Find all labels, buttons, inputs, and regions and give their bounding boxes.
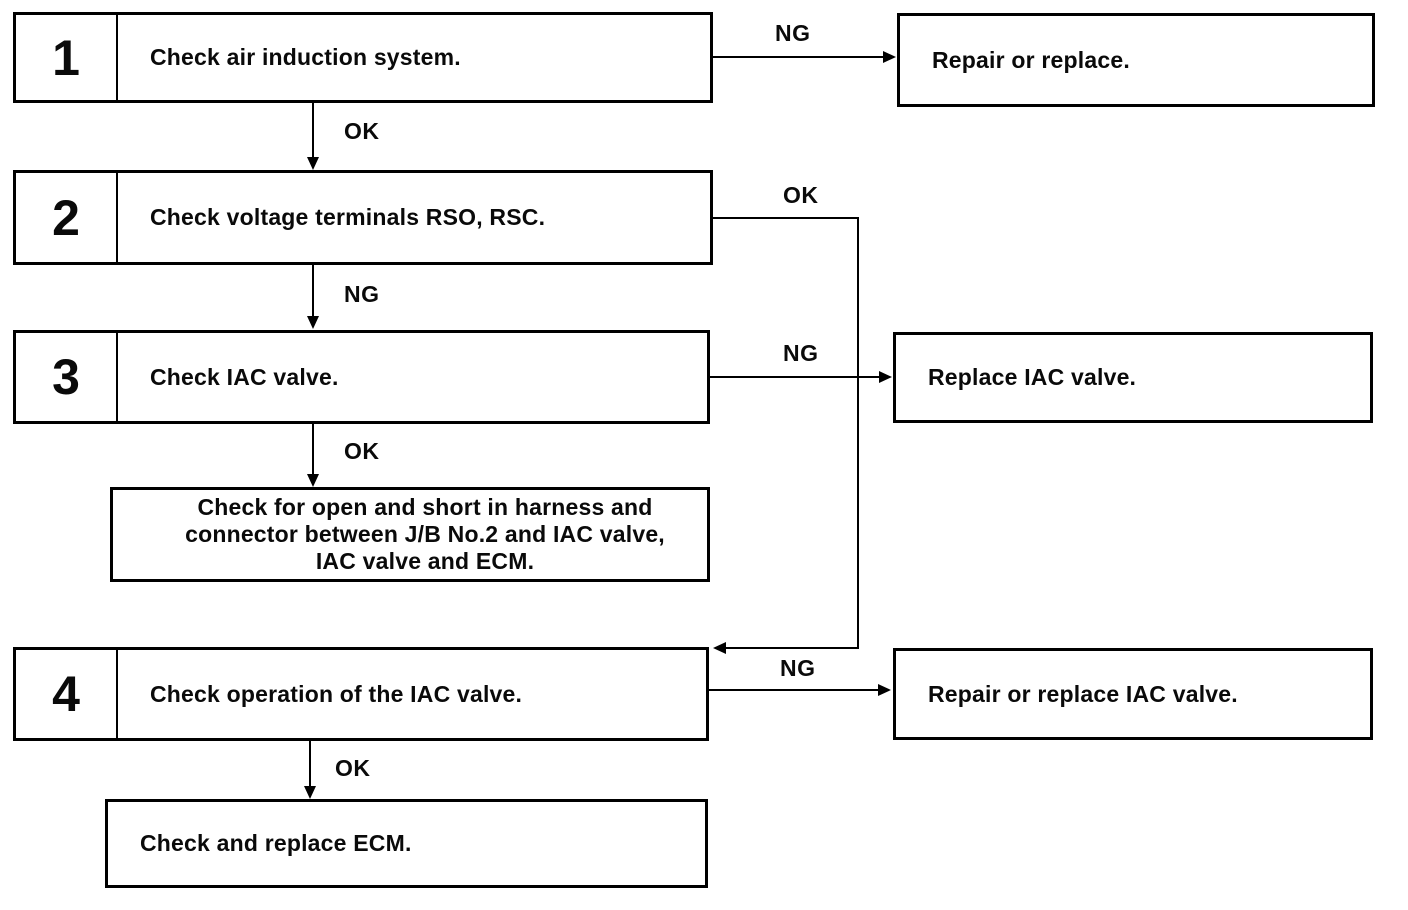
edge-step3-harness-line: [312, 424, 314, 476]
node-step-3: 3 Check IAC valve.: [13, 330, 710, 424]
check-and-replace-ecm-text: Check and replace ECM.: [140, 830, 412, 856]
edge-step2-step4-hline2: [726, 647, 859, 649]
edge-label-step1-repair1: NG: [775, 20, 811, 46]
harness-check-line-1: Check for open and short in harness and: [197, 494, 653, 520]
node-harness-check: Check for open and short in harness and …: [110, 487, 710, 582]
node-replace-iac-valve: Replace IAC valve.: [893, 332, 1373, 423]
repair-or-replace-text: Repair or replace.: [932, 46, 1130, 73]
arrowhead-right-icon: [878, 684, 891, 696]
edge-step1-repair1-line: [713, 56, 885, 58]
step-4-number: 4: [16, 650, 118, 738]
edge-step2-step4-vline: [857, 217, 859, 648]
edge-step4-ecm-line: [309, 741, 311, 788]
step-1-text: Check air induction system.: [150, 44, 461, 70]
step-3-number: 3: [16, 333, 118, 421]
edge-step1-step2-line: [312, 103, 314, 159]
arrowhead-left-icon: [713, 642, 726, 654]
node-step-2: 2 Check voltage terminals RSO, RSC.: [13, 170, 713, 265]
step-2-text: Check voltage terminals RSO, RSC.: [150, 204, 546, 230]
node-repair-or-replace-iac-valve: Repair or replace IAC valve.: [893, 648, 1373, 740]
node-step-4: 4 Check operation of the IAC valve.: [13, 647, 709, 741]
edge-label-step4-repair4: NG: [780, 655, 816, 681]
edge-label-step1-step2: OK: [344, 118, 380, 144]
edge-label-step2-step4: OK: [783, 182, 819, 208]
arrowhead-down-icon: [307, 474, 319, 487]
edge-step2-step4-hline: [713, 217, 859, 219]
node-repair-or-replace: Repair or replace.: [897, 13, 1375, 107]
arrowhead-down-icon: [307, 157, 319, 170]
arrowhead-down-icon: [304, 786, 316, 799]
step-2-number: 2: [16, 173, 118, 262]
harness-check-line-3: IAC valve and ECM.: [315, 548, 535, 574]
edge-step4-repair4-line: [709, 689, 881, 691]
harness-check-line-2: connector between J/B No.2 and IAC valve…: [185, 521, 665, 547]
node-check-and-replace-ecm: Check and replace ECM.: [105, 799, 708, 888]
edge-step3-replace3-line: [710, 376, 882, 378]
edge-label-step2-step3: NG: [344, 281, 380, 307]
arrowhead-down-icon: [307, 316, 319, 329]
replace-iac-valve-text: Replace IAC valve.: [928, 364, 1137, 390]
arrowhead-right-icon: [883, 51, 896, 63]
edge-label-step3-replace3: NG: [783, 340, 819, 366]
step-3-text: Check IAC valve.: [150, 363, 339, 390]
step-1-number: 1: [16, 15, 118, 100]
repair-or-replace-iac-valve-text: Repair or replace IAC valve.: [928, 680, 1238, 707]
step-4-text: Check operation of the IAC valve.: [150, 680, 523, 707]
edge-step2-step3-line: [312, 265, 314, 318]
node-step-1: 1 Check air induction system.: [13, 12, 713, 103]
edge-label-step3-harness: OK: [344, 438, 380, 464]
edge-label-step4-ecm: OK: [335, 755, 371, 781]
arrowhead-right-icon: [879, 371, 892, 383]
